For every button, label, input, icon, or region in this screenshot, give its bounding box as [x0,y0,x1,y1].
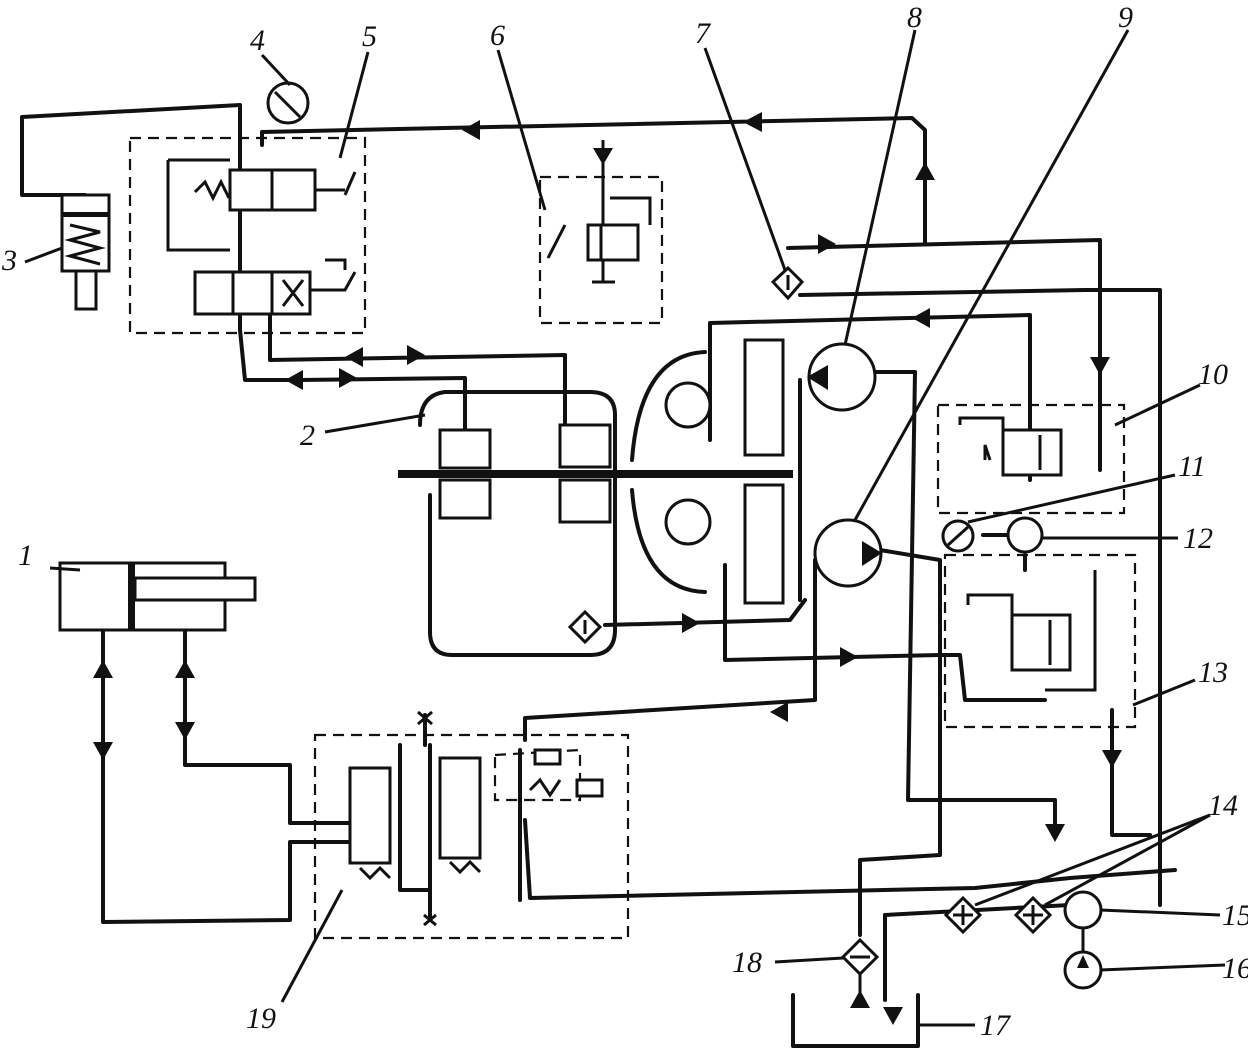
label-10: 10 [1198,358,1228,391]
label-1: 1 [18,539,33,572]
label-15: 15 [1222,899,1248,932]
valve-block-19 [313,733,630,940]
filter-housing [567,609,603,645]
torque-converter [630,338,785,605]
valve-block-6 [538,175,664,325]
label-3: 3 [1,244,17,277]
label-18: 18 [732,946,762,979]
label-8: 8 [907,1,922,34]
label-16: 16 [1222,952,1248,985]
label-11: 11 [1178,450,1206,483]
label-6: 6 [490,19,505,52]
leader-lines [24,29,1226,1027]
spring-cylinder-3 [60,193,111,311]
relief-valve-10 [958,416,1063,477]
relief-valve-13 [966,570,1097,692]
clutch-pack-2 [438,423,612,524]
pump-15 [1063,890,1103,930]
pressure-gauge-11 [941,519,975,553]
directional-valve-5-lower [193,171,357,316]
filter-7 [770,265,805,301]
label-17: 17 [980,1009,1012,1042]
pressure-gauge-4 [266,81,310,125]
filter-14 [943,895,1053,935]
label-19: 19 [246,1002,276,1035]
control-valve-block-5 [128,136,367,335]
label-2: 2 [300,419,315,452]
label-14: 14 [1208,789,1238,822]
sensor-12 [1006,516,1044,554]
hydraulic-lines [20,103,1177,1002]
tank-17 [791,993,920,1048]
pump-8 [807,342,877,412]
transmission-shaft [398,470,793,478]
hydraulic-cylinder-1 [58,561,257,632]
label-7: 7 [695,17,712,50]
spool-valve-19 [348,710,604,927]
flow-arrows [93,112,1122,1025]
label-13: 13 [1198,656,1228,689]
label-9: 9 [1118,1,1133,34]
relief-valve-block-13 [943,553,1137,729]
motor-16 [1063,928,1103,990]
label-12: 12 [1183,522,1213,555]
label-4: 4 [250,24,265,57]
pump-9 [813,518,883,588]
valve-6 [546,140,652,284]
label-5: 5 [362,20,377,53]
